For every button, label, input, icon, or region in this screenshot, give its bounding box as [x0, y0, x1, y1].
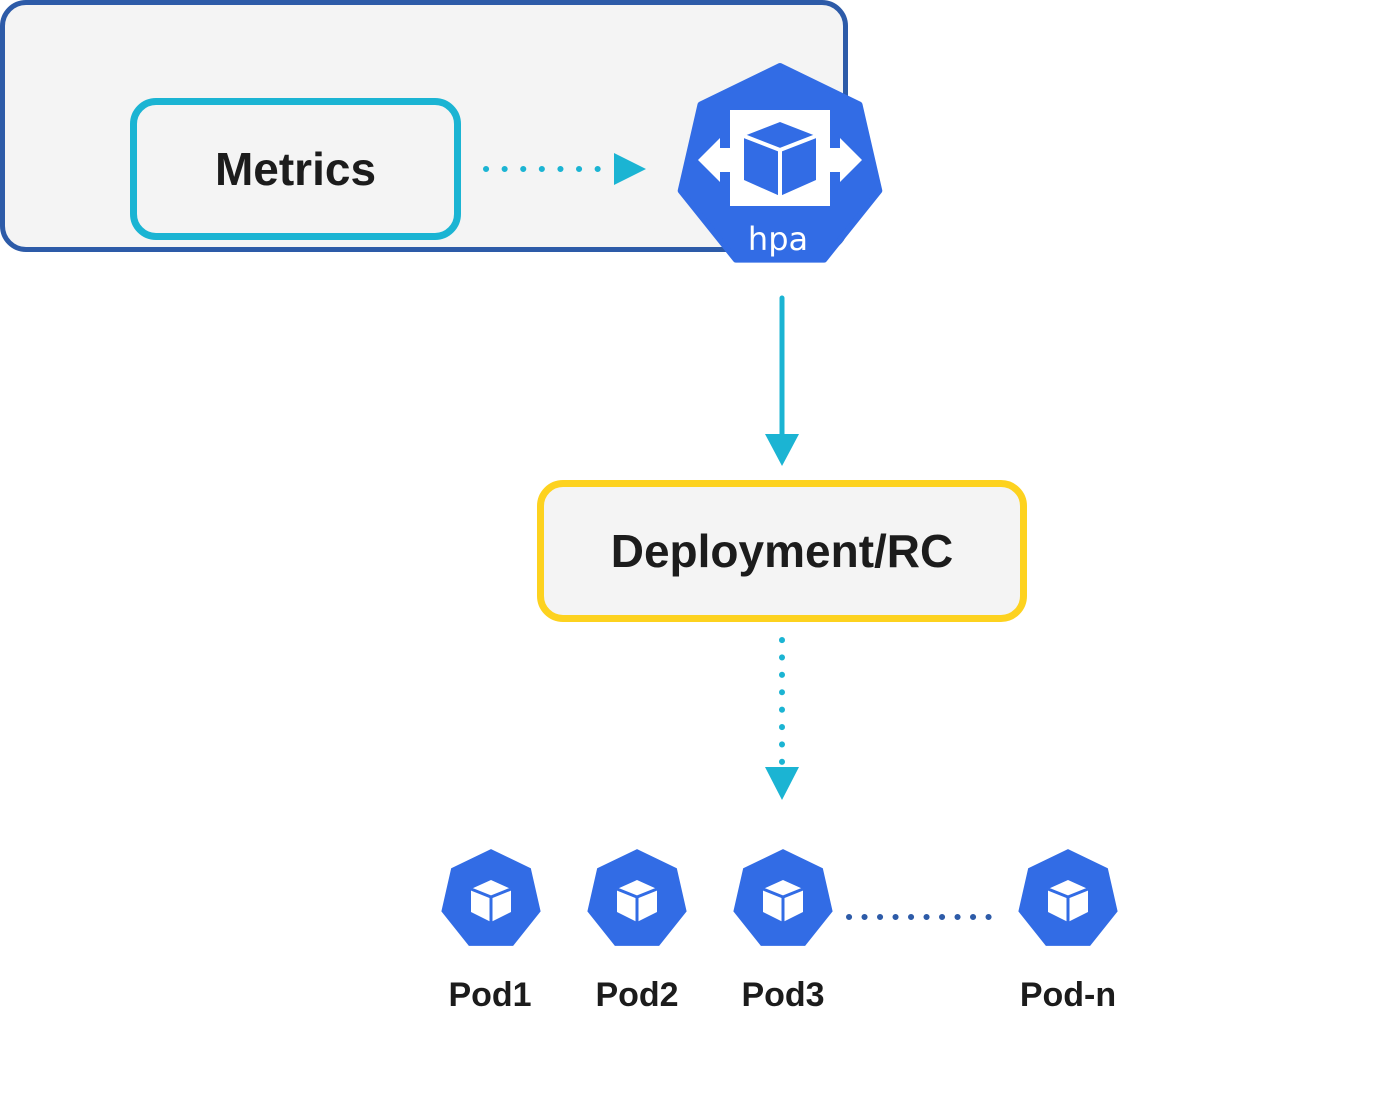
pod2-label: Pod2 — [595, 976, 679, 1014]
pod-n-icon — [1015, 846, 1121, 949]
arrowhead-icon — [765, 767, 799, 800]
arrowhead-icon — [614, 153, 646, 185]
edge-metrics-to-hpa — [483, 153, 646, 185]
deployment-label: Deployment/RC — [610, 525, 954, 577]
pod3-label: Pod3 — [741, 976, 825, 1014]
metrics-node: Metrics — [130, 98, 461, 240]
pod2-icon — [584, 846, 690, 949]
pod1-label: Pod1 — [448, 976, 532, 1014]
pod3-icon — [730, 846, 836, 949]
edge-deployment-to-pods — [765, 637, 799, 800]
deployment-node: Deployment/RC — [537, 480, 1027, 622]
pod-n-label: Pod-n — [1019, 976, 1117, 1014]
edge-hpa-to-deployment — [765, 295, 799, 466]
arrowhead-icon — [765, 434, 799, 466]
hpa-label: hpa — [748, 220, 808, 258]
hpa-icon: hpa — [677, 63, 883, 263]
pod1-icon — [438, 846, 544, 949]
metrics-label: Metrics — [214, 143, 377, 195]
